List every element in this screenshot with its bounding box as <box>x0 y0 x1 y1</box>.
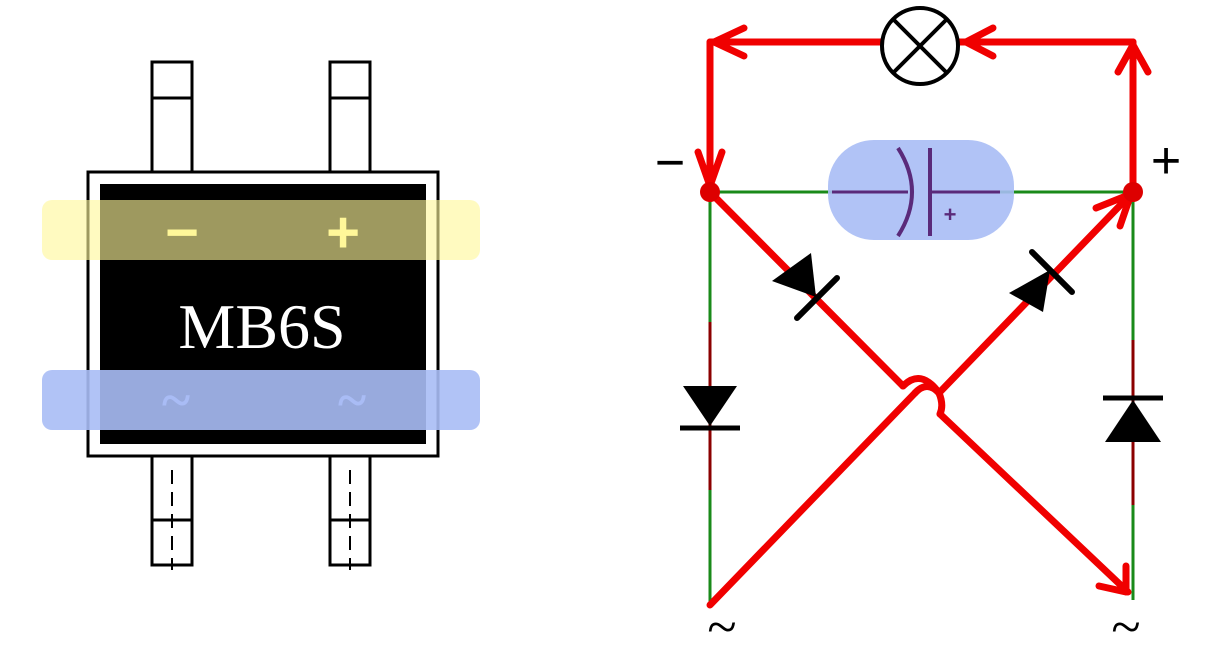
dc-pins-highlight <box>42 200 480 260</box>
diode-right-vertical <box>1103 340 1163 505</box>
wiring <box>708 40 1135 605</box>
mb6s-package: − + MB6S ~ ~ <box>42 60 480 570</box>
terminal-negative-label: − <box>655 134 685 192</box>
part-number-label: MB6S <box>178 291 345 362</box>
terminal-ac-left-label: ~ <box>707 597 736 647</box>
diode-upper-left-diagonal <box>772 253 840 321</box>
filter-capacitor: + <box>828 140 1014 240</box>
pin-label-negative: − <box>165 200 199 265</box>
pin-label-ac-right: ~ <box>338 370 366 430</box>
pin-bottom-right <box>328 453 372 570</box>
bridge-schematic: + <box>655 6 1181 647</box>
pin-label-ac-left: ~ <box>162 370 190 430</box>
node-negative <box>700 182 720 202</box>
diode-left-vertical <box>680 322 740 490</box>
ac-pins-highlight <box>42 370 480 430</box>
pin-bottom-left <box>150 453 194 570</box>
pin-top-right <box>328 60 372 174</box>
capacitor-highlight <box>828 140 1014 240</box>
terminal-ac-right-label: ~ <box>1111 597 1140 647</box>
terminal-positive-label: + <box>1151 132 1181 190</box>
pin-top-left <box>150 60 194 174</box>
capacitor-polarity-label: + <box>944 202 957 227</box>
lamp-icon <box>880 6 960 86</box>
pin-label-positive: + <box>326 200 360 265</box>
diode-upper-right-diagonal <box>1009 249 1075 312</box>
node-positive <box>1123 182 1143 202</box>
current-path <box>694 24 1152 609</box>
